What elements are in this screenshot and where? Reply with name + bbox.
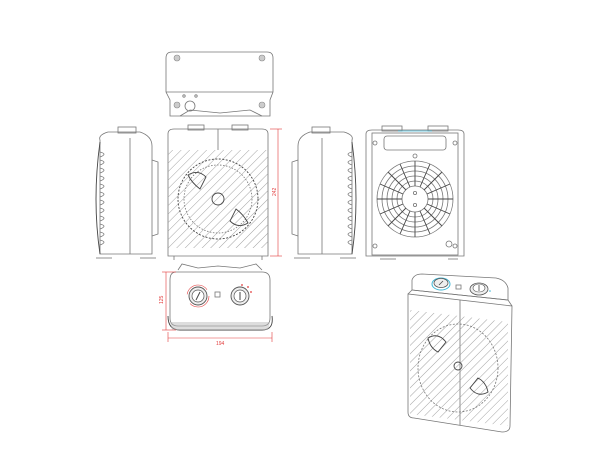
width-dimension: 194 xyxy=(167,332,273,347)
depth-dimension: 125 xyxy=(159,271,176,331)
top-control-view xyxy=(167,263,273,331)
thermostat-knob xyxy=(186,284,210,308)
iso-left-knob xyxy=(431,277,451,291)
front-grille-hatch xyxy=(168,150,268,248)
front-view xyxy=(167,124,269,260)
isometric-view xyxy=(407,273,513,433)
depth-dimension-label: 125 xyxy=(159,295,165,304)
right-side-view xyxy=(291,126,357,259)
back-fan-guard xyxy=(376,160,454,238)
width-dimension-label: 194 xyxy=(216,341,225,347)
left-side-view xyxy=(95,126,159,259)
back-view xyxy=(365,125,465,260)
iso-grille-hatch xyxy=(410,310,508,426)
top-view xyxy=(165,51,274,117)
height-dimension-label: 242 xyxy=(272,187,278,196)
iso-right-knob xyxy=(469,282,491,296)
height-dimension: 242 xyxy=(270,128,282,257)
mode-knob xyxy=(230,284,252,306)
